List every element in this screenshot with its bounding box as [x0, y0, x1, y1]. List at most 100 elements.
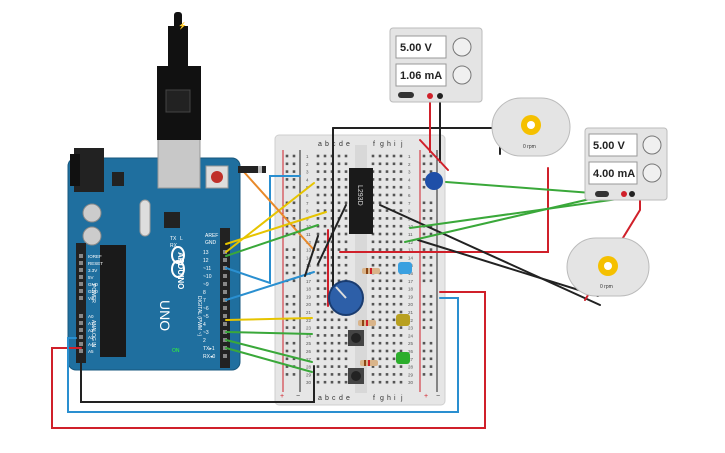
breadboard-hole[interactable]	[323, 240, 327, 244]
breadboard-hole[interactable]	[378, 271, 382, 275]
breadboard-hole[interactable]	[337, 154, 341, 158]
breadboard-hole[interactable]	[316, 217, 320, 220]
rail-hole[interactable]	[292, 279, 296, 283]
breadboard-hole[interactable]	[316, 154, 320, 158]
rail-hole[interactable]	[285, 232, 289, 236]
breadboard-hole[interactable]	[371, 263, 375, 267]
rail-hole[interactable]	[429, 302, 433, 306]
breadboard-hole[interactable]	[323, 365, 327, 368]
analog-pin[interactable]	[79, 342, 83, 346]
rail-hole[interactable]	[422, 365, 426, 368]
breadboard-hole[interactable]	[371, 279, 375, 283]
pushbutton[interactable]	[348, 330, 364, 346]
arduino-uno-board[interactable]: ARDUINO UNO AREF GND DIGITAL (PWM ~) POW…	[67, 137, 241, 371]
breadboard-hole[interactable]	[399, 349, 403, 353]
rail-hole[interactable]	[285, 248, 289, 251]
breadboard-hole[interactable]	[316, 271, 320, 275]
breadboard-hole[interactable]	[385, 357, 389, 361]
rail-hole[interactable]	[422, 217, 426, 220]
breadboard-hole[interactable]	[316, 295, 320, 298]
power-pin[interactable]	[79, 296, 83, 300]
breadboard-hole[interactable]	[371, 295, 375, 298]
breadboard-hole[interactable]	[392, 170, 396, 173]
breadboard-hole[interactable]	[378, 310, 382, 314]
breadboard-hole[interactable]	[344, 201, 348, 205]
breadboard-hole[interactable]	[337, 201, 341, 205]
rail-hole[interactable]	[429, 349, 433, 353]
breadboard-hole[interactable]	[337, 209, 341, 212]
breadboard-hole[interactable]	[316, 193, 320, 197]
breadboard-hole[interactable]	[371, 380, 375, 384]
power-supply-1[interactable]: 5.00 V 1.06 mA	[389, 27, 483, 103]
psu2-voltage-knob[interactable]	[642, 135, 662, 155]
rail-hole[interactable]	[422, 185, 426, 189]
breadboard-hole[interactable]	[378, 170, 382, 173]
rail-hole[interactable]	[429, 341, 433, 345]
power-pin[interactable]	[79, 268, 83, 272]
power-pin[interactable]	[79, 282, 83, 286]
digital-pin[interactable]	[223, 306, 227, 310]
breadboard-hole[interactable]	[385, 248, 389, 251]
breadboard-hole[interactable]	[392, 380, 396, 384]
rail-hole[interactable]	[422, 341, 426, 345]
psu1-voltage-knob[interactable]	[452, 37, 472, 57]
breadboard-hole[interactable]	[392, 295, 396, 298]
breadboard-hole[interactable]	[385, 326, 389, 329]
rail-hole[interactable]	[422, 373, 426, 376]
breadboard-hole[interactable]	[385, 201, 389, 205]
rail-hole[interactable]	[429, 295, 433, 298]
breadboard-hole[interactable]	[330, 326, 334, 329]
breadboard-hole[interactable]	[371, 162, 375, 166]
rail-hole[interactable]	[429, 357, 433, 361]
breadboard-hole[interactable]	[392, 279, 396, 283]
breadboard-hole[interactable]	[316, 349, 320, 353]
rail-hole[interactable]	[429, 248, 433, 251]
breadboard-hole[interactable]	[378, 380, 382, 384]
breadboard-hole[interactable]	[337, 240, 341, 244]
breadboard-hole[interactable]	[337, 193, 341, 197]
breadboard-hole[interactable]	[316, 248, 320, 251]
rail-hole[interactable]	[422, 349, 426, 353]
breadboard-hole[interactable]	[385, 271, 389, 275]
breadboard-hole[interactable]	[344, 349, 348, 353]
digital-pin[interactable]	[223, 322, 227, 326]
breadboard-hole[interactable]	[323, 318, 327, 322]
breadboard-hole[interactable]	[330, 380, 334, 384]
breadboard-hole[interactable]	[337, 248, 341, 251]
rail-hole[interactable]	[422, 310, 426, 314]
breadboard-hole[interactable]	[392, 154, 396, 158]
breadboard-hole[interactable]	[323, 193, 327, 197]
breadboard-hole[interactable]	[344, 271, 348, 275]
breadboard-hole[interactable]	[385, 380, 389, 384]
breadboard-hole[interactable]	[385, 349, 389, 353]
breadboard-hole[interactable]	[316, 240, 320, 244]
psu2-terminal-minus[interactable]	[629, 191, 635, 197]
breadboard-hole[interactable]	[344, 263, 348, 267]
breadboard-hole[interactable]	[316, 185, 320, 189]
breadboard-hole[interactable]	[323, 349, 327, 353]
breadboard-hole[interactable]	[385, 170, 389, 173]
led-green[interactable]	[396, 352, 410, 364]
breadboard-hole[interactable]	[371, 326, 375, 329]
rail-hole[interactable]	[422, 209, 426, 212]
breadboard-hole[interactable]	[344, 217, 348, 220]
rail-hole[interactable]	[422, 271, 426, 275]
breadboard-hole[interactable]	[337, 279, 341, 283]
breadboard-hole[interactable]	[323, 341, 327, 345]
rail-hole[interactable]	[422, 256, 426, 259]
rail-hole[interactable]	[292, 318, 296, 322]
breadboard-hole[interactable]	[344, 380, 348, 384]
analog-pin[interactable]	[79, 321, 83, 325]
breadboard-hole[interactable]	[323, 209, 327, 212]
rail-hole[interactable]	[429, 232, 433, 236]
breadboard-hole[interactable]	[323, 302, 327, 306]
breadboard-hole[interactable]	[378, 224, 382, 228]
breadboard-hole[interactable]	[378, 365, 382, 368]
rail-hole[interactable]	[429, 263, 433, 267]
rail-hole[interactable]	[422, 295, 426, 298]
rail-hole[interactable]	[292, 373, 296, 376]
diode[interactable]	[238, 166, 266, 173]
breadboard-hole[interactable]	[316, 318, 320, 322]
breadboard-hole[interactable]	[392, 224, 396, 228]
breadboard-hole[interactable]	[378, 232, 382, 236]
